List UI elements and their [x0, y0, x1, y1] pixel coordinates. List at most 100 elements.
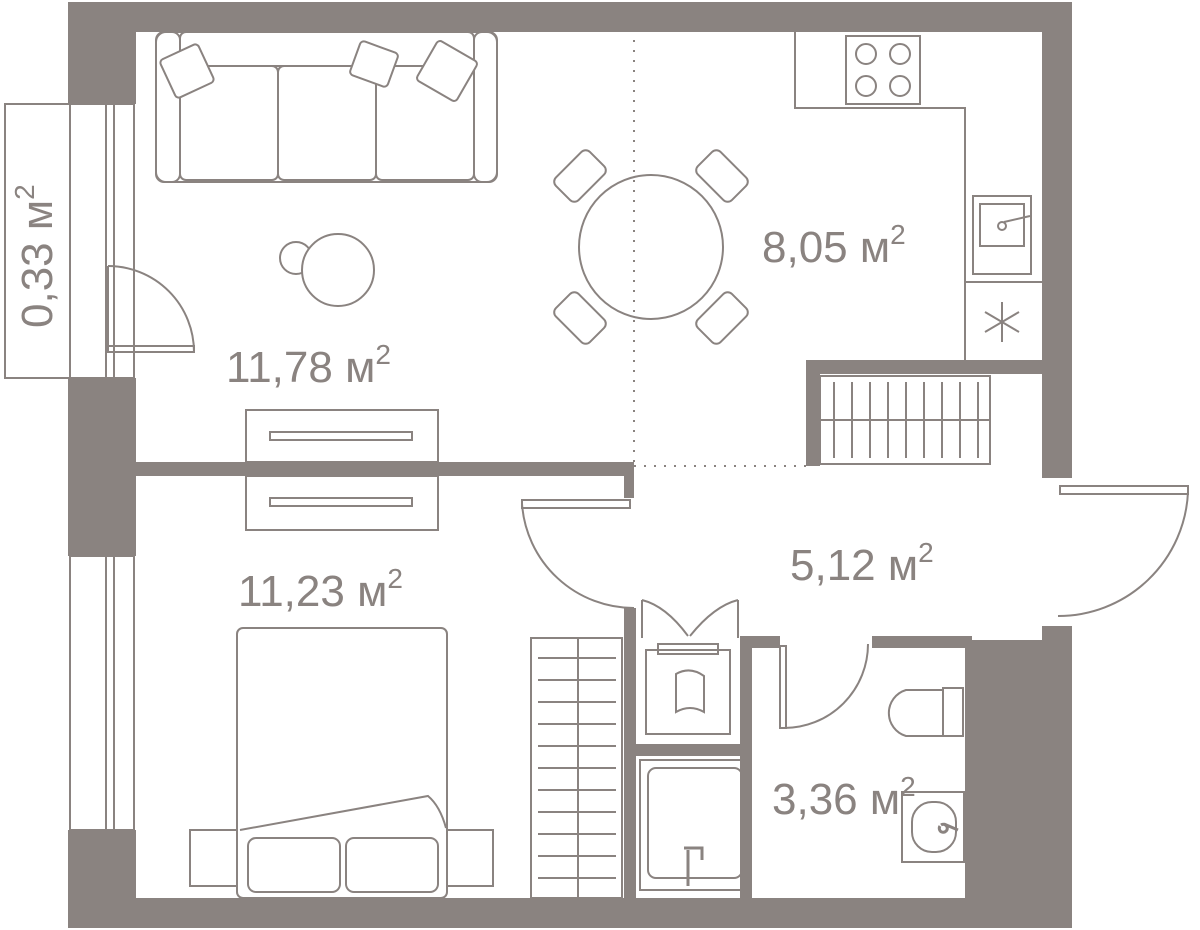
walls [68, 2, 1072, 928]
shower-tray [639, 759, 751, 891]
laundry-doors[interactable] [641, 599, 739, 638]
kitchen-area-label: 8,05 м2 [762, 219, 906, 272]
sofa-pillow-3 [416, 40, 478, 102]
kitchen-counter-outline [794, 32, 966, 360]
laundry-door-left [641, 599, 689, 638]
bedroom-door-leaf [521, 499, 631, 509]
stove-burner-3 [855, 75, 877, 97]
coffee-table [301, 233, 375, 307]
wall-bathroom-block [965, 640, 1072, 898]
washbasin-bowl [911, 801, 957, 853]
bathroom-door-leaf [779, 645, 787, 729]
bathroom-area-label: 3,36 м2 [772, 771, 916, 824]
wall-laundry-bottom [636, 744, 752, 756]
washer-drum [675, 669, 705, 714]
kitchen-area-value: 8,05 [762, 223, 848, 272]
dining-table-icon [553, 149, 749, 345]
dining-table [578, 174, 724, 320]
washing-machine-icon [645, 643, 731, 735]
dresser-handle-top [269, 431, 413, 441]
chair-sw-seat [553, 291, 607, 345]
hall-area-exp: 2 [918, 537, 934, 568]
toilet-icon [887, 687, 964, 737]
balcony-area-label: 0,33 м2 [9, 184, 62, 328]
coffee-table-icon [279, 233, 375, 307]
bed-pillow-right [345, 837, 439, 893]
sofa-icon [155, 31, 498, 183]
entrance-door[interactable] [1057, 485, 1189, 618]
sink-bowl [979, 203, 1025, 247]
bedroom-area-unit: м [357, 567, 387, 616]
living-area-unit: м [345, 343, 375, 392]
bedroom-area-value: 11,23 [238, 567, 345, 616]
bed-blanket-fold [239, 794, 447, 831]
chair-nw-seat [553, 149, 607, 203]
bedroom-area-exp: 2 [387, 563, 403, 594]
washbasin-icon [901, 791, 965, 863]
living-area-exp: 2 [375, 339, 391, 370]
stove-burner-1 [855, 43, 877, 65]
wardrobe-bedroom-body [530, 637, 623, 899]
sofa-arm-right [473, 31, 498, 183]
wall-hall-bath [624, 608, 636, 898]
chair-ne-seat [695, 149, 749, 203]
wall-wardrobe-side [806, 360, 820, 466]
stove-burner-2 [889, 43, 911, 65]
dresser-handle-bottom [269, 497, 413, 507]
toilet-tank [942, 687, 964, 737]
shower-inner [647, 767, 743, 879]
toilet-bowl [887, 689, 944, 737]
kitchen-counter [794, 32, 1042, 360]
washbasin-body [901, 791, 965, 863]
balcony-area-value: 0,33 [13, 242, 62, 328]
hall-area-unit: м [888, 541, 918, 590]
sink-drain [997, 221, 1007, 231]
balcony: 0,33 м2 [4, 103, 71, 379]
kitchen-area-exp: 2 [890, 219, 906, 250]
bed-icon [189, 627, 494, 899]
washer-lid [657, 643, 719, 655]
wall-top [68, 2, 1072, 32]
dresser-icon [245, 409, 439, 531]
shower-icon [639, 759, 751, 891]
bed-pillow-left [247, 837, 341, 893]
stove-body [845, 35, 921, 105]
dresser-top [245, 409, 439, 463]
bathroom-door-arc [783, 643, 869, 729]
wall-left-top [68, 2, 136, 104]
living-area-value: 11,78 [226, 343, 333, 392]
wardrobe-bedroom-hangers [538, 657, 616, 879]
stove-burner-4 [889, 75, 911, 97]
bed-frame [236, 627, 448, 899]
entrance-door-arc [1057, 491, 1189, 618]
sofa-pillow-1 [159, 43, 215, 99]
sofa-seat-2 [277, 65, 377, 181]
hall-area-value: 5,12 [790, 541, 876, 590]
wall-bedroom-partition [136, 462, 633, 476]
wall-right-top [1042, 2, 1072, 478]
washbasin-tap [937, 822, 959, 834]
wall-bottom [68, 898, 1072, 928]
washer-body [645, 649, 731, 735]
balcony-door[interactable] [107, 265, 195, 353]
balcony-outline [4, 103, 71, 379]
snowflake-ray-3 [984, 311, 1020, 333]
bathroom-area-value: 3,36 [772, 775, 858, 824]
bedroom-door-arc [521, 503, 635, 610]
stove-icon [845, 35, 921, 105]
wardrobe-hall-hangers [833, 382, 979, 458]
kitchen-sink-icon [972, 195, 1032, 275]
wall-bath-top-right [872, 636, 972, 648]
bathroom-door[interactable] [779, 643, 869, 729]
bedroom-door[interactable] [521, 499, 635, 610]
sink-body [972, 195, 1032, 275]
wall-partition-stub [624, 462, 634, 498]
entrance-door-leaf [1059, 485, 1189, 495]
chair-nw [553, 149, 607, 203]
bathroom-area-unit: м [870, 775, 900, 824]
kitchen-area-unit: м [860, 223, 890, 272]
living-area-label: 11,78 м2 [226, 339, 391, 392]
window-lower [69, 555, 135, 831]
sofa-pillow-2 [349, 40, 399, 88]
